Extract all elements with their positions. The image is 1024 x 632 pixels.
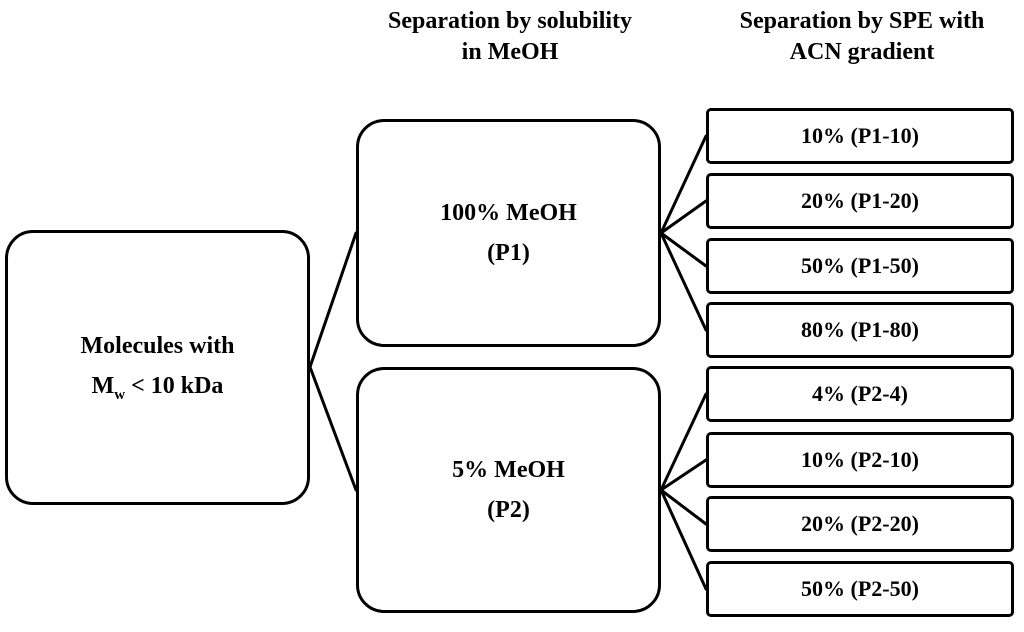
subfraction-node-p1-10: 10% (P1-10) — [706, 108, 1014, 164]
root-node-line1: Molecules with — [80, 333, 235, 359]
connector-p2-c1 — [659, 392, 708, 492]
connector-p2-c3 — [659, 488, 708, 526]
header-solubility: Separation by solubility in MeOH — [340, 6, 680, 68]
subfraction-node-p1-50: 50% (P1-50) — [706, 238, 1014, 294]
subfraction-node-p2-50: 50% (P2-50) — [706, 561, 1014, 617]
subfraction-node-p2-20: 20% (P2-20) — [706, 496, 1014, 552]
root-mw-subscript: w — [114, 387, 126, 403]
connector-root-p2 — [308, 365, 358, 492]
connector-p2-c2 — [659, 458, 708, 492]
fraction-node-p2: 5% MeOH (P2) — [356, 367, 661, 613]
header-solubility-line1: Separation by solubility — [387, 8, 633, 34]
fraction-node-p1-line1: 100% MeOH — [440, 200, 577, 226]
header-spe-line1: Separation by SPE with — [739, 8, 985, 34]
root-mw-symbol: M — [91, 373, 115, 399]
subfraction-node-p2-10: 10% (P2-10) — [706, 432, 1014, 488]
root-node: Molecules with Mw < 10 kDa — [5, 230, 310, 505]
connector-p2-c4 — [659, 488, 708, 591]
fraction-node-p2-line2: (P2) — [487, 497, 530, 523]
connector-root-p1 — [308, 231, 358, 369]
header-solubility-line2: in MeOH — [461, 39, 559, 65]
header-spe-line2: ACN gradient — [789, 39, 935, 65]
connector-p1-c2 — [659, 199, 708, 235]
connector-p1-c4 — [659, 231, 708, 332]
subfraction-node-p1-80: 80% (P1-80) — [706, 302, 1014, 358]
fraction-node-p2-line1: 5% MeOH — [452, 457, 565, 483]
subfraction-node-p1-20: 20% (P1-20) — [706, 173, 1014, 229]
connector-p1-c1 — [659, 134, 708, 235]
fraction-node-p1-line2: (P1) — [487, 240, 530, 266]
root-node-line2: Mw < 10 kDa — [92, 366, 224, 409]
subfraction-node-p2-4: 4% (P2-4) — [706, 366, 1014, 422]
fraction-node-p1: 100% MeOH (P1) — [356, 119, 661, 347]
connector-p1-c3 — [659, 231, 708, 268]
root-mw-threshold: < 10 kDa — [125, 373, 224, 399]
header-spe: Separation by SPE with ACN gradient — [700, 6, 1024, 68]
